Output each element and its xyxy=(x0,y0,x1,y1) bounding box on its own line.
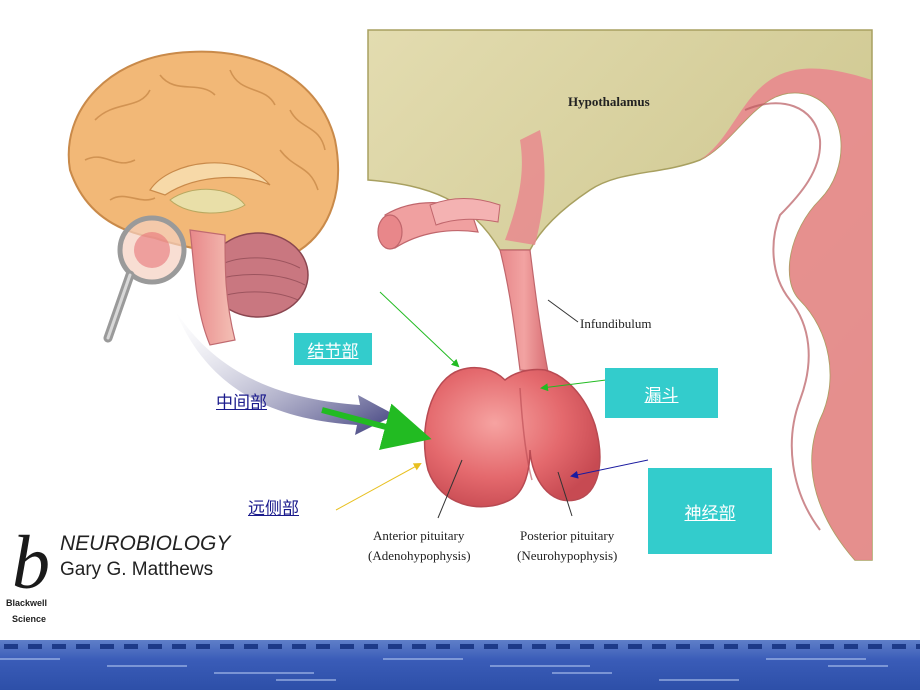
footer-dash xyxy=(532,644,546,649)
publisher-line2: Science xyxy=(12,614,46,624)
footer-dash xyxy=(892,644,906,649)
footer-dash xyxy=(556,644,570,649)
footer-dash xyxy=(388,644,402,649)
footer-dash xyxy=(412,644,426,649)
footer-streak xyxy=(552,672,612,674)
footer-dash xyxy=(196,644,210,649)
logo-letter: b xyxy=(12,521,50,605)
distalis-arrow xyxy=(335,463,422,511)
footer-dash xyxy=(340,644,354,649)
anterior-pituitary-label: Anterior pituitary xyxy=(373,528,465,543)
nervosa-box[interactable]: 神经部 xyxy=(648,468,772,554)
footer-dash xyxy=(868,644,882,649)
footer-dash xyxy=(700,644,714,649)
footer-streak xyxy=(766,658,866,660)
footer-dash xyxy=(52,644,66,649)
footer-dash xyxy=(364,644,378,649)
infundibulum-arrow xyxy=(540,379,607,392)
footer-streak xyxy=(107,665,187,667)
publisher-line1: Blackwell xyxy=(6,598,47,608)
footer-dash xyxy=(460,644,474,649)
footer-streak xyxy=(490,665,590,667)
nervosa-arrow xyxy=(570,459,649,479)
brain-illustration xyxy=(67,50,395,435)
footer-dash xyxy=(28,644,42,649)
footer-dash xyxy=(316,644,330,649)
footer-dash xyxy=(676,644,690,649)
footer-dash xyxy=(4,644,18,649)
intermedia-label[interactable]: 中间部 xyxy=(216,393,267,413)
footer-dash xyxy=(268,644,282,649)
tuberalis-box[interactable]: 结节部 xyxy=(294,333,372,365)
footer-decorative-bar xyxy=(0,640,920,690)
pituitary-illustration xyxy=(367,29,873,561)
footer-streak xyxy=(276,679,336,681)
footer-dash xyxy=(124,644,138,649)
tuberalis-arrow xyxy=(379,291,460,368)
footer-dash xyxy=(148,644,162,649)
footer-dash xyxy=(724,644,738,649)
infundibulum-label: Infundibulum xyxy=(580,316,652,331)
adenohypophysis-label: (Adenohypophysis) xyxy=(368,548,471,563)
infundibulum-cn-label[interactable]: 漏斗 xyxy=(644,385,679,406)
book-author: Gary G. Matthews xyxy=(60,559,213,580)
footer-dash xyxy=(76,644,90,649)
footer-streak xyxy=(214,672,314,674)
footer-streak xyxy=(828,665,888,667)
footer-dash xyxy=(748,644,762,649)
footer-dash xyxy=(100,644,114,649)
book-title: NEUROBIOLOGY xyxy=(60,532,232,555)
footer-streak xyxy=(659,679,739,681)
footer-dash xyxy=(292,644,306,649)
footer-dash xyxy=(844,644,858,649)
neurohypophysis-label: (Neurohypophysis) xyxy=(517,548,617,563)
footer-dash xyxy=(508,644,522,649)
footer-dash xyxy=(580,644,594,649)
footer-dash xyxy=(436,644,450,649)
footer-dash xyxy=(796,644,810,649)
footer-dash xyxy=(172,644,186,649)
footer-streak xyxy=(0,658,60,660)
footer-dash xyxy=(820,644,834,649)
infundibulum-cn-box[interactable]: 漏斗 xyxy=(605,368,718,418)
footer-dash xyxy=(484,644,498,649)
footer-dash xyxy=(220,644,234,649)
footer-dash xyxy=(628,644,642,649)
posterior-pituitary-label: Posterior pituitary xyxy=(520,528,615,543)
footer-dash xyxy=(604,644,618,649)
footer-dash xyxy=(772,644,786,649)
publisher-logo: b Blackwell Science xyxy=(6,521,50,624)
footer-dash xyxy=(244,644,258,649)
distalis-label[interactable]: 远侧部 xyxy=(248,499,299,519)
intermedia-arrow xyxy=(321,403,432,450)
footer-dash xyxy=(916,644,920,649)
tuberalis-label[interactable]: 结节部 xyxy=(307,341,359,362)
nervosa-label[interactable]: 神经部 xyxy=(684,503,736,524)
hypothalamus-label: Hypothalamus xyxy=(568,94,650,109)
footer-dash xyxy=(652,644,666,649)
footer-streak xyxy=(383,658,463,660)
